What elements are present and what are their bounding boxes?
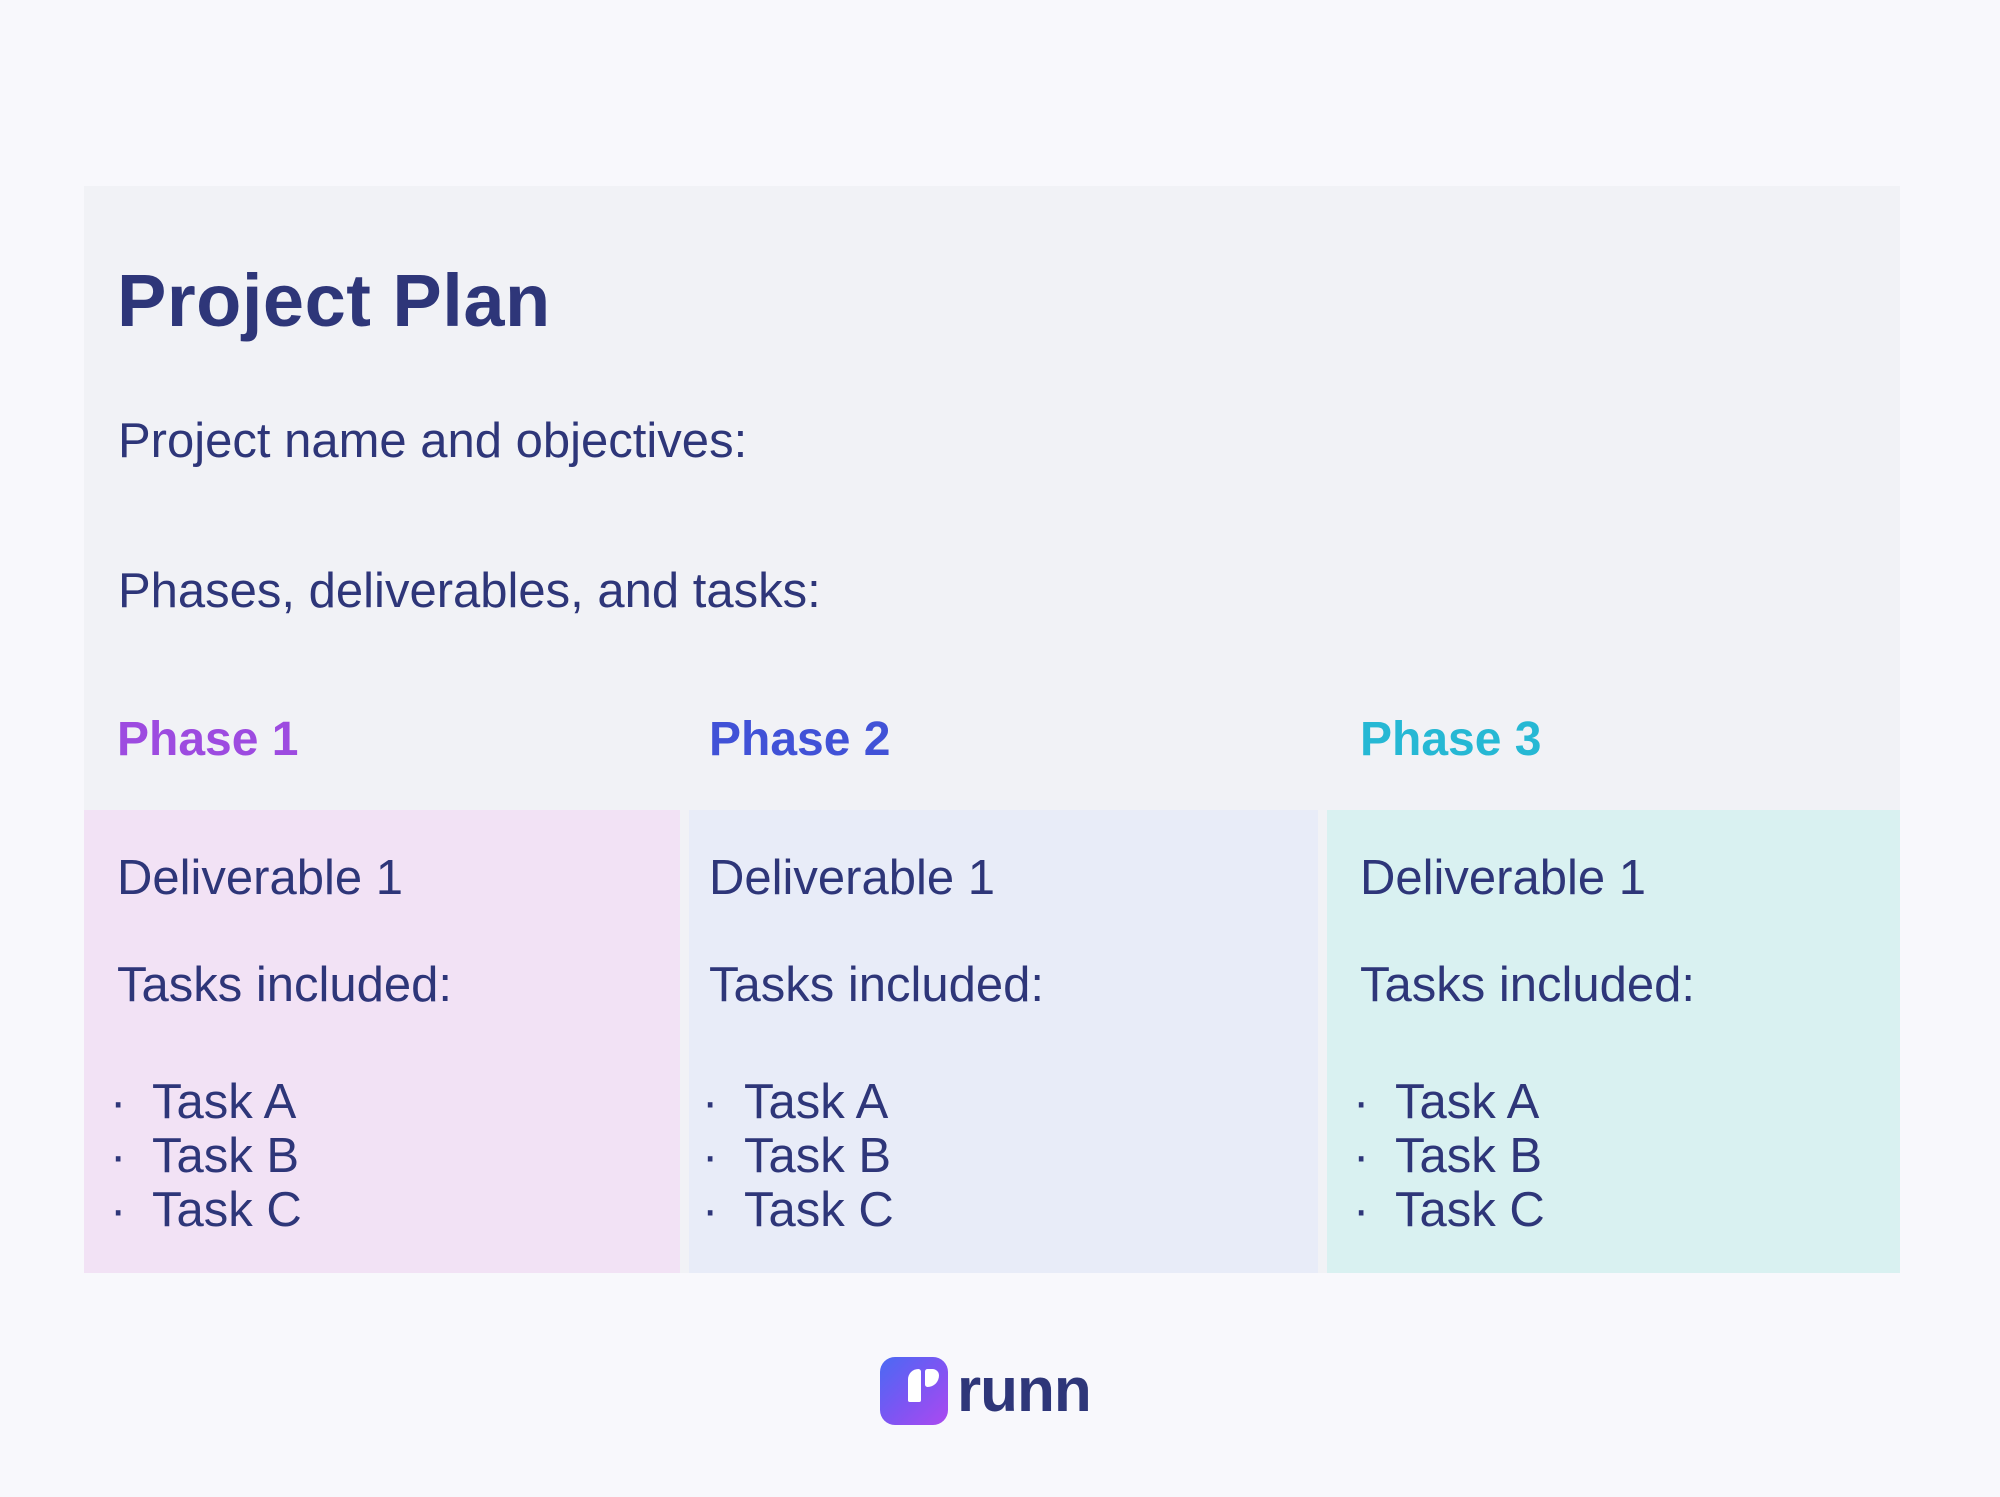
task-label: Task A	[1395, 1075, 1540, 1129]
task-row: Task C	[110, 1183, 302, 1237]
phase-3-tasks-label: Tasks included:	[1360, 958, 1696, 1012]
page-title: Project Plan	[117, 259, 551, 342]
phase-2-task-list: Task A Task B Task C	[702, 1075, 894, 1237]
bullet-icon	[110, 1075, 152, 1129]
phase-2-heading: Phase 2	[709, 713, 891, 766]
task-label: Task C	[1395, 1183, 1545, 1237]
objectives-label: Project name and objectives:	[118, 414, 748, 468]
task-row: Task B	[110, 1129, 302, 1183]
phase-1-task-list: Task A Task B Task C	[110, 1075, 302, 1237]
phase-3-task-list: Task A Task B Task C	[1353, 1075, 1545, 1237]
bullet-icon	[110, 1129, 152, 1183]
phase-3-panel: Deliverable 1 Tasks included: Task A Tas…	[1327, 810, 1900, 1273]
bullet-icon	[702, 1129, 744, 1183]
logo-r-stem	[908, 1369, 921, 1402]
phases-label: Phases, deliverables, and tasks:	[118, 564, 821, 618]
task-label: Task A	[152, 1075, 297, 1129]
task-row: Task C	[1353, 1183, 1545, 1237]
task-label: Task C	[152, 1183, 302, 1237]
task-row: Task A	[110, 1075, 302, 1129]
logo-r-arm	[925, 1369, 939, 1387]
task-label: Task B	[1395, 1129, 1543, 1183]
phase-columns: Deliverable 1 Tasks included: Task A Tas…	[84, 810, 1900, 1273]
task-label: Task C	[744, 1183, 894, 1237]
bullet-icon	[702, 1183, 744, 1237]
runn-logo-icon	[880, 1357, 948, 1425]
phase-1-deliverable: Deliverable 1	[117, 851, 403, 905]
phase-3-deliverable: Deliverable 1	[1360, 851, 1646, 905]
phase-2-tasks-label: Tasks included:	[709, 958, 1045, 1012]
brand-footer: runn	[880, 1356, 1092, 1425]
phase-2-deliverable: Deliverable 1	[709, 851, 995, 905]
phase-3-heading: Phase 3	[1360, 713, 1542, 766]
task-row: Task C	[702, 1183, 894, 1237]
brand-wordmark: runn	[957, 1356, 1092, 1425]
task-label: Task A	[744, 1075, 889, 1129]
task-label: Task B	[744, 1129, 892, 1183]
task-row: Task A	[1353, 1075, 1545, 1129]
bullet-icon	[702, 1075, 744, 1129]
task-label: Task B	[152, 1129, 300, 1183]
phase-1-tasks-label: Tasks included:	[117, 958, 453, 1012]
bullet-icon	[110, 1183, 152, 1237]
content-card: Project Plan Project name and objectives…	[84, 186, 1900, 1273]
bullet-icon	[1353, 1129, 1395, 1183]
phase-2-panel: Deliverable 1 Tasks included: Task A Tas…	[689, 810, 1318, 1273]
bullet-icon	[1353, 1183, 1395, 1237]
task-row: Task B	[1353, 1129, 1545, 1183]
phase-1-panel: Deliverable 1 Tasks included: Task A Tas…	[84, 810, 680, 1273]
phase-1-heading: Phase 1	[117, 713, 299, 766]
task-row: Task A	[702, 1075, 894, 1129]
bullet-icon	[1353, 1075, 1395, 1129]
task-row: Task B	[702, 1129, 894, 1183]
